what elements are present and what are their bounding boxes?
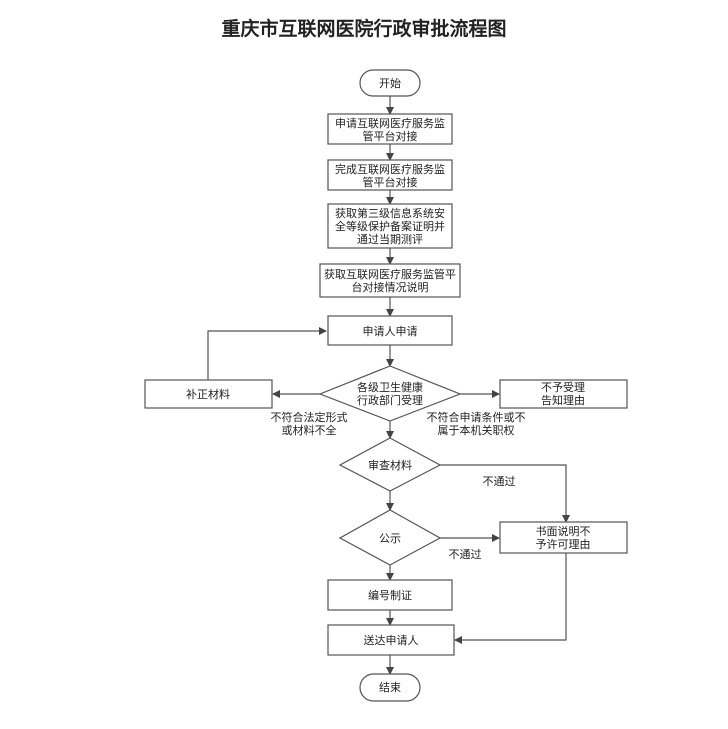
supplement-box (144, 379, 273, 409)
step3-box (327, 203, 453, 249)
accept-label-line1: 各级卫生健康 (357, 380, 423, 394)
certify-label: 编号制证 (368, 588, 412, 602)
edge-label-review-fail: 不通过 (483, 475, 516, 488)
review-label: 审查材料 (368, 458, 412, 472)
step1-label-line1: 申请互联网医疗服务监 (335, 116, 445, 130)
apply-label: 申请人申请 (363, 325, 418, 338)
edge-supplement-apply (207, 327, 327, 380)
step1-box (327, 113, 453, 145)
publicize-label: 公示 (379, 532, 401, 545)
end-node (359, 673, 421, 702)
step2-label-line1: 完成互联网医疗服务监 (335, 162, 445, 176)
apply-box (327, 315, 453, 346)
edge-review-written (440, 464, 570, 523)
written-reason-label-line2: 予许可理由 (536, 537, 591, 551)
certify-box (327, 579, 453, 611)
accept-label-line2: 行政部门受理 (357, 393, 423, 407)
step4-box (319, 263, 461, 298)
step2-box (327, 159, 453, 191)
edge-label-out-of-scope-line2: 属于本机关职权 (438, 423, 515, 437)
step2-label-line2: 管平台对接 (363, 175, 418, 189)
written-reason-box (499, 521, 628, 554)
edge-label-incomplete-line1: 不符合法定形式 (271, 410, 348, 424)
reject-accept-box (499, 379, 628, 409)
accept-decision (318, 365, 462, 422)
step3-label-line3: 通过当期测评 (357, 232, 423, 246)
step3-label-line2: 全等级保护备案证明并 (335, 219, 445, 233)
written-reason-label-line1: 书面说明不 (536, 524, 591, 538)
edge-label-publicize-fail: 不通过 (449, 548, 482, 561)
end-label: 结束 (379, 681, 401, 694)
supplement-label: 补正材料 (186, 387, 230, 401)
step1-label-line2: 管平台对接 (363, 129, 418, 143)
reject-accept-label-line1: 不予受理 (541, 381, 585, 394)
edge-written-deliver (454, 553, 567, 644)
step4-label-line2: 台对接情况说明 (352, 280, 429, 294)
edge-label-incomplete-line2: 或材料不全 (282, 423, 337, 437)
start-node (359, 69, 421, 97)
page-title: 重庆市互联网医院行政审批流程图 (221, 18, 507, 40)
step3-label-line1: 获取第三级信息系统安 (335, 206, 445, 220)
deliver-box (327, 624, 455, 656)
deliver-label: 送达申请人 (364, 633, 419, 647)
step4-label-line1: 获取互联网医疗服务监管平 (324, 267, 456, 281)
review-decision (338, 437, 442, 492)
publicize-decision (338, 509, 442, 566)
start-label: 开始 (379, 76, 401, 90)
edge-label-out-of-scope-line1: 不符合申请条件或不 (427, 410, 526, 424)
reject-accept-label-line2: 告知理由 (541, 393, 585, 407)
